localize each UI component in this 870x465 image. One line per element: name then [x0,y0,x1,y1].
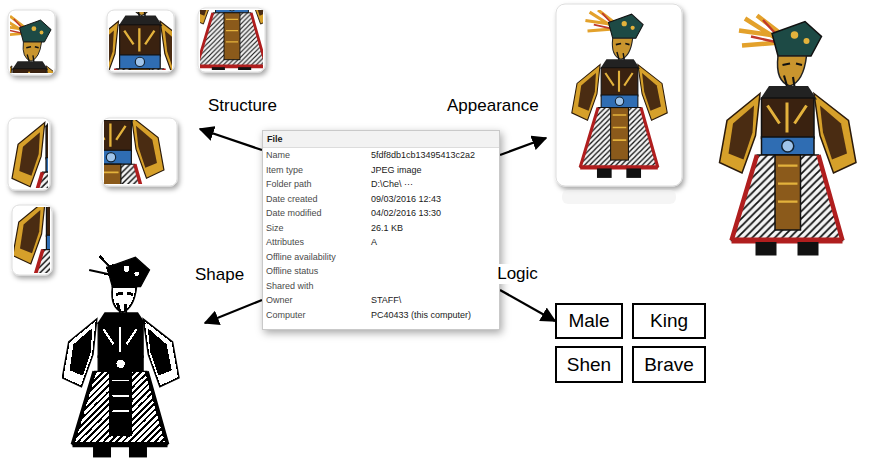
property-value: 04/02/2016 13:30 [371,206,441,221]
attribute-text: King [650,310,688,332]
property-value: 5fdf8db1cb13495413c2a2 [371,148,475,163]
property-name: Attributes [266,235,371,250]
property-value: 26.1 KB [371,221,403,236]
property-name: Date modified [266,206,371,221]
attribute-box: King [632,303,706,339]
connector-arrow [500,290,555,321]
property-name: Size [266,221,371,236]
property-row: AttributesA [263,235,499,250]
property-row: Date modified04/02/2016 13:30 [263,206,499,221]
property-value: A [371,235,377,250]
attribute-box: Male [555,303,623,339]
property-row: Size26.1 KB [263,221,499,236]
arrow-label: Shape [193,265,246,285]
property-name: Computer [266,308,371,323]
property-row: Offline availability [263,250,499,265]
property-value: PC40433 (this computer) [371,308,471,323]
property-name: Folder path [266,177,371,192]
property-row: Name5fdf8db1cb13495413c2a2 [263,148,499,163]
property-row: OwnerSTAFF\ [263,293,499,308]
arrow-label: Appearance [445,96,541,116]
property-row: Shared with [263,279,499,294]
property-row: Offline status [263,264,499,279]
shape-figure [62,252,179,457]
property-row: Date created09/03/2016 12:43 [263,192,499,207]
property-name: Owner [266,293,371,308]
puppet-figure [720,16,857,256]
property-value: STAFF\ [371,293,401,308]
property-name: Name [266,148,371,163]
attribute-text: Male [568,310,609,332]
property-name: Offline status [266,264,371,279]
property-value: JPEG image [371,163,422,178]
attribute-box: Brave [632,346,706,383]
property-row: Item typeJPEG image [263,163,499,178]
property-value: D:\Che\ ··· [371,177,413,192]
arrow-label: Structure [206,96,279,116]
attribute-text: Shen [567,354,611,376]
property-row: Folder pathD:\Che\ ··· [263,177,499,192]
property-name: Date created [266,192,371,207]
arrow-label: Logic [495,264,540,284]
panel-header: File [263,131,499,148]
appearance-tile [556,4,682,204]
property-value: 09/03/2016 12:43 [371,192,441,207]
file-properties-panel: FileName5fdf8db1cb13495413c2a2Item typeJ… [262,130,500,330]
property-name: Shared with [266,279,371,294]
attribute-box: Shen [555,346,623,383]
property-name: Offline availability [266,250,371,265]
property-row: ComputerPC40433 (this computer) [263,308,499,323]
attribute-text: Brave [644,354,694,376]
property-name: Item type [266,163,371,178]
